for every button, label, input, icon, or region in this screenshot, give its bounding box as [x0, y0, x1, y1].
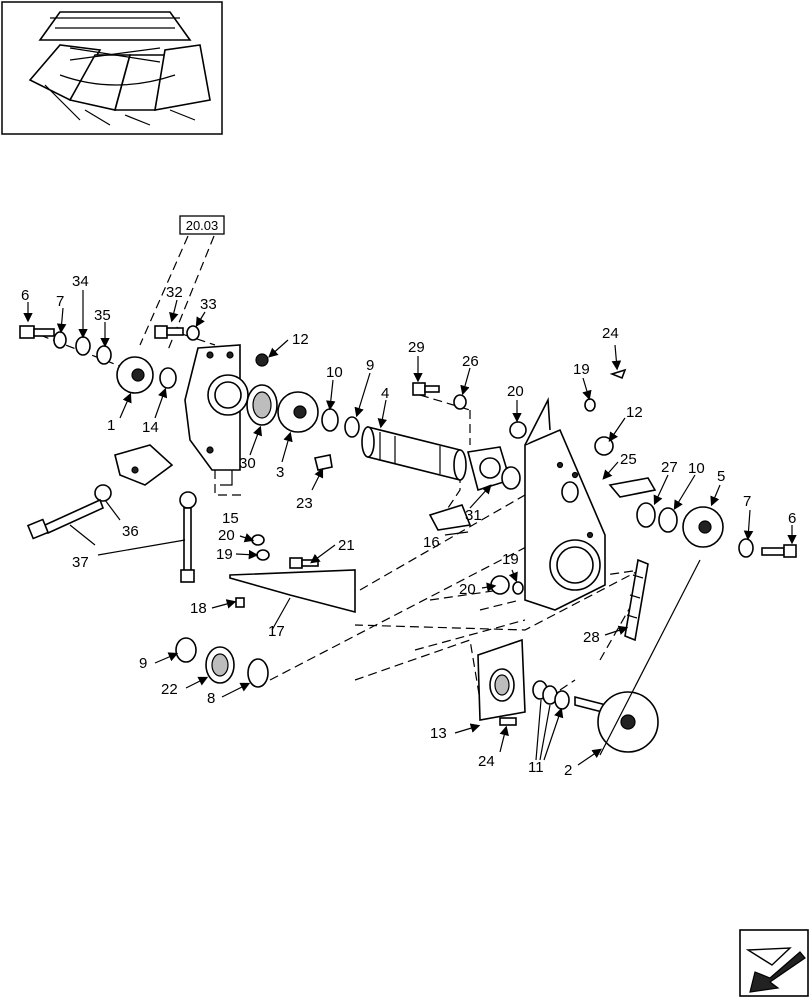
- callout-24-lower: 24: [478, 753, 495, 770]
- callout-5: 5: [717, 468, 725, 485]
- callout-9-lower: 9: [139, 655, 147, 672]
- callout-21: 21: [338, 537, 355, 554]
- callout-6-left: 6: [21, 287, 29, 304]
- center-bearing-group: [246, 384, 360, 471]
- callout-12-right: 12: [626, 404, 643, 421]
- next-page-arrow-icon[interactable]: [739, 929, 809, 997]
- left-drive-group: [19, 325, 269, 394]
- header-thumbnail: [1, 1, 223, 135]
- lower-bearing-plate: [477, 638, 659, 753]
- callout-14: 14: [142, 419, 159, 436]
- callout-11: 11: [528, 759, 544, 776]
- callout-35: 35: [94, 307, 111, 324]
- callout-12-upper: 12: [292, 331, 309, 348]
- callout-31: 31: [465, 507, 482, 524]
- callout-26: 26: [462, 353, 479, 370]
- callout-7-right: 7: [743, 493, 751, 510]
- callout-19-upper: 19: [573, 361, 590, 378]
- callout-labels: 6 7 34 35 32 33 12 1 14 30 3 10 9 4 29 2…: [21, 273, 796, 779]
- callout-19-right: 19: [502, 551, 519, 568]
- callout-23: 23: [296, 495, 313, 512]
- callout-20-right: 20: [459, 581, 476, 598]
- long-bolt-assembly: [26, 444, 197, 583]
- right-mounting-plate: [524, 397, 657, 611]
- callout-7-left: 7: [56, 293, 64, 310]
- callout-17: 17: [268, 623, 285, 640]
- callout-leaders: [23, 290, 797, 766]
- callout-2: 2: [564, 762, 572, 779]
- left-mounting-plate: [184, 344, 249, 471]
- callout-20-upper: 20: [507, 383, 524, 400]
- lower-left-bracket: [175, 534, 524, 688]
- callout-33: 33: [200, 296, 217, 313]
- callout-4: 4: [381, 385, 389, 402]
- callout-10-center: 10: [326, 364, 343, 381]
- callout-9-center: 9: [366, 357, 374, 374]
- callout-10-right: 10: [688, 460, 705, 477]
- callout-30: 30: [239, 455, 256, 472]
- callout-37: 37: [72, 554, 89, 571]
- right-drive-group: [636, 502, 797, 558]
- callout-24-upper: 24: [602, 325, 619, 342]
- callout-15: 15: [222, 510, 239, 527]
- callout-22: 22: [161, 681, 178, 698]
- callout-18: 18: [190, 600, 207, 617]
- callout-25: 25: [620, 451, 637, 468]
- callout-16: 16: [423, 534, 440, 551]
- callout-28: 28: [583, 629, 600, 646]
- callout-32: 32: [166, 284, 183, 301]
- flange-bearing: [428, 446, 521, 531]
- shaft: [361, 425, 467, 482]
- callout-20-left: 20: [218, 527, 235, 544]
- callout-19-left: 19: [216, 546, 233, 563]
- callout-3: 3: [276, 464, 284, 481]
- callout-13: 13: [430, 725, 447, 742]
- callout-36: 36: [122, 523, 139, 540]
- callout-29: 29: [408, 339, 425, 356]
- reference-box[interactable]: 20.03: [179, 215, 225, 235]
- callout-27: 27: [661, 459, 678, 476]
- reference-box-label: 20.03: [186, 218, 219, 233]
- callout-6-right: 6: [788, 510, 796, 527]
- drive-chain: [624, 558, 649, 642]
- callout-1: 1: [107, 417, 115, 434]
- callout-8: 8: [207, 690, 215, 707]
- callout-34: 34: [72, 273, 89, 290]
